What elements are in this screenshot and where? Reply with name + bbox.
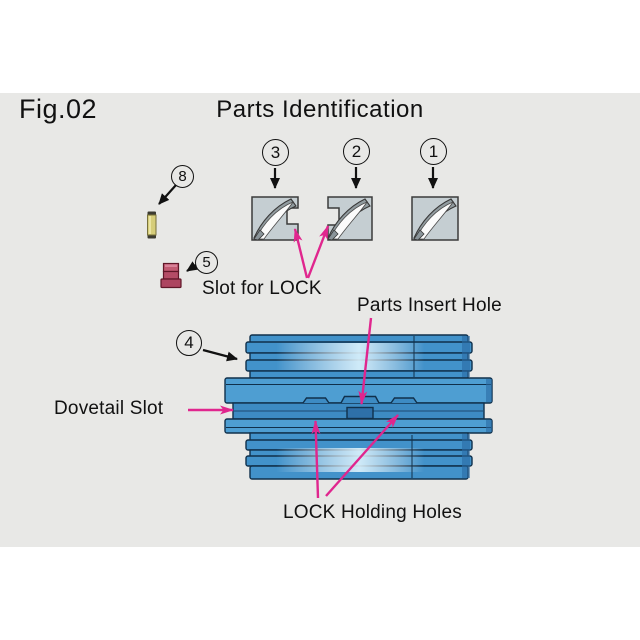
black-arrows <box>158 167 438 362</box>
arrow-slot-for-lock-left <box>293 228 309 279</box>
callout-part-4: 4 <box>176 330 202 356</box>
arrow-to-part-8 <box>158 184 177 205</box>
magenta-arrows <box>188 225 399 499</box>
callout-part-3: 3 <box>262 139 289 166</box>
insert-hole-top-tab <box>340 395 380 404</box>
label-dovetail-slot: Dovetail Slot <box>54 398 164 419</box>
page-title: Parts Identification <box>216 96 424 123</box>
part-5-lock-block <box>160 262 182 289</box>
callout-part-8: 8 <box>171 165 194 188</box>
label-lock-holding-holes: LOCK Holding Holes <box>283 502 462 523</box>
callout-part-5: 5 <box>195 251 218 274</box>
figure-number: Fig.02 <box>19 94 98 124</box>
arrow-to-part-5 <box>186 261 199 272</box>
arrow-parts-insert-hole <box>358 317 373 405</box>
label-parts-insert-hole: Parts Insert Hole <box>357 295 502 316</box>
callout-part-1: 1 <box>420 138 447 165</box>
label-slot-for-lock: Slot for LOCK <box>202 278 322 299</box>
part-4-drum <box>224 334 493 480</box>
insert-hole-recess <box>346 406 374 420</box>
arrow-lock-holes-left <box>311 420 321 499</box>
drum-lower-flange <box>224 418 493 434</box>
arrow-to-part-4 <box>202 348 238 362</box>
arrow-slot-for-lock-right <box>306 225 330 279</box>
arrow-lock-holes-right <box>325 414 399 497</box>
part-8-pin <box>147 211 157 239</box>
part-3-cutter <box>251 196 299 241</box>
part-1-cutter <box>411 196 459 241</box>
lock-hole-left <box>302 397 330 404</box>
part-2-cutter <box>327 196 373 241</box>
callout-part-2: 2 <box>343 138 370 165</box>
lock-hole-right <box>390 397 418 404</box>
